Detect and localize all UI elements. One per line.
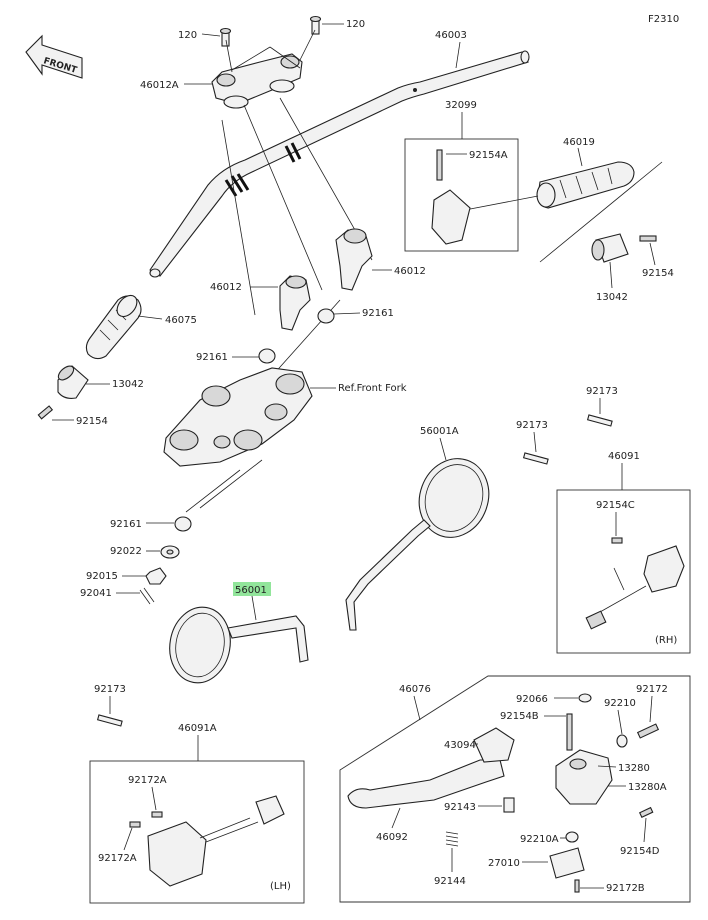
label-92041: 92041 <box>80 588 112 599</box>
right-grip <box>536 161 635 209</box>
label-13280: 13280 <box>618 763 650 774</box>
label-92173-mid: 92173 <box>516 420 548 431</box>
label-92173-top-right: 92173 <box>586 386 618 397</box>
cotter-pin-92041 <box>139 587 155 605</box>
handlebar <box>149 50 530 278</box>
right-end-screw <box>639 235 657 242</box>
lever-pivot-43094 <box>473 727 515 763</box>
mirror-right <box>345 458 490 631</box>
label-ref-front-fork: Ref.Front Fork <box>338 383 407 394</box>
label-92154a: 92154A <box>469 150 508 161</box>
label-13280a: 13280A <box>628 782 667 793</box>
label-46091a: 46091A <box>178 723 217 734</box>
bolt-120-left <box>219 27 232 47</box>
spacer-92143 <box>503 797 515 813</box>
upper-clamp <box>211 53 303 109</box>
label-92154-left: 92154 <box>76 416 108 427</box>
figure-code: F2310 <box>648 14 679 25</box>
switch-27010 <box>549 847 585 893</box>
label-92172b: 92172B <box>606 883 645 894</box>
front-arrow-icon: FRONT <box>25 34 83 79</box>
screw-92154d <box>638 806 654 818</box>
label-120-right: 120 <box>346 19 365 30</box>
box-lh-switch <box>89 760 305 904</box>
label-92144: 92144 <box>434 876 466 887</box>
label-92210a: 92210A <box>520 834 559 845</box>
label-13042-right: 13042 <box>596 292 628 303</box>
label-92154c: 92154C <box>596 500 635 511</box>
spring-92144 <box>445 831 459 847</box>
label-27010: 27010 <box>488 858 520 869</box>
rh-switch <box>585 537 685 630</box>
label-92172a-left: 92172A <box>98 853 137 864</box>
lever-bracket <box>555 749 613 805</box>
label-92161-lower: 92161 <box>110 519 142 530</box>
pin-92173-c <box>96 714 123 727</box>
label-46012a: 46012A <box>140 80 179 91</box>
box-rh-switch <box>556 489 691 654</box>
left-end-screw <box>37 405 54 420</box>
label-56001: 56001 <box>235 585 267 596</box>
washer-92022 <box>160 545 180 559</box>
bolt-92154b <box>566 713 573 751</box>
label-92161-right: 92161 <box>362 308 394 319</box>
label-92161-left: 92161 <box>196 352 228 363</box>
label-43094: 43094 <box>444 740 476 751</box>
right-bar-end-weight <box>591 233 629 263</box>
label-92154-right: 92154 <box>642 268 674 279</box>
label-92066: 92066 <box>516 694 548 705</box>
left-bar-end-weight <box>57 365 89 399</box>
label-lh: (LH) <box>270 881 291 892</box>
label-92143: 92143 <box>444 802 476 813</box>
box-lever-assembly <box>339 675 691 903</box>
label-92015: 92015 <box>86 571 118 582</box>
washer-92210 <box>616 734 628 748</box>
label-92154b: 92154B <box>500 711 539 722</box>
box-32099 <box>404 138 519 252</box>
label-46092: 46092 <box>376 832 408 843</box>
label-92172a-top: 92172A <box>128 775 167 786</box>
label-92172: 92172 <box>636 684 668 695</box>
cap-92066 <box>578 693 592 703</box>
pin-92173-b <box>586 414 613 427</box>
label-13042-left: 13042 <box>112 379 144 390</box>
label-92210: 92210 <box>604 698 636 709</box>
clutch-lever <box>347 759 505 809</box>
riser-holder-left <box>279 275 311 331</box>
bolt-120-right <box>309 15 322 35</box>
label-32099: 32099 <box>445 100 477 111</box>
label-rh: (RH) <box>655 635 677 646</box>
riser-holder-right <box>335 228 373 291</box>
throttle-housing <box>431 149 471 245</box>
label-92154d: 92154D <box>620 846 660 857</box>
label-46003: 46003 <box>435 30 467 41</box>
bolt-92172 <box>636 723 660 739</box>
label-46012-left: 46012 <box>210 282 242 293</box>
damper-lower <box>258 348 276 364</box>
label-46019: 46019 <box>563 137 595 148</box>
label-92022: 92022 <box>110 546 142 557</box>
pin-92173-a <box>522 452 549 465</box>
mirror-left <box>169 606 309 684</box>
label-46012-right: 46012 <box>394 266 426 277</box>
highlight-56001 <box>233 582 271 596</box>
label-92173-left: 92173 <box>94 684 126 695</box>
lh-switch <box>129 795 285 887</box>
upper-triple-clamp <box>163 367 313 467</box>
left-grip <box>85 294 142 360</box>
label-46076: 46076 <box>399 684 431 695</box>
label-46091: 46091 <box>608 451 640 462</box>
label-120-left: 120 <box>178 30 197 41</box>
label-56001a: 56001A <box>420 426 459 437</box>
label-46075: 46075 <box>165 315 197 326</box>
damper-upper <box>317 308 335 324</box>
damper-92161-lower <box>174 516 192 532</box>
nut-92015 <box>145 567 167 585</box>
spacer-92210a <box>565 831 579 843</box>
